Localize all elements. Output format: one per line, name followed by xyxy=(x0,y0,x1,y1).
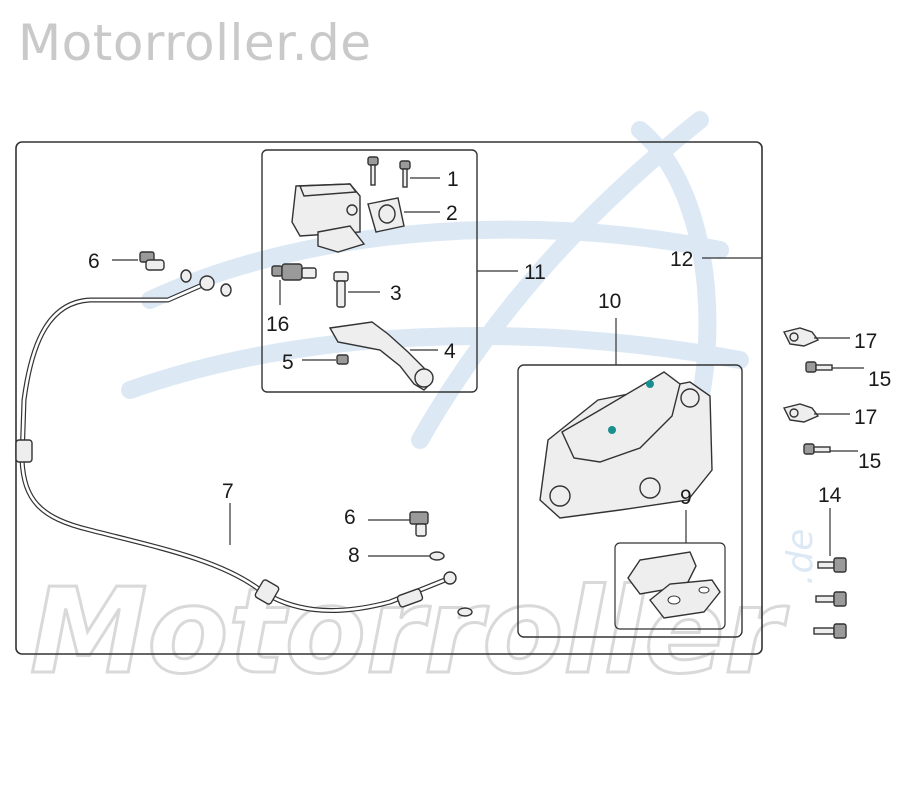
pad-frame-9 xyxy=(614,542,726,630)
assembly-frame-12 xyxy=(15,141,763,655)
site-brand-header: Motorroller.de xyxy=(18,14,372,72)
callout-15-upper: 15 xyxy=(868,368,891,391)
callout-11: 11 xyxy=(524,261,546,284)
callout-5: 5 xyxy=(282,351,294,374)
brake-caliper-part-10 xyxy=(539,371,713,519)
hose-clip-part-17 xyxy=(782,327,820,423)
callout-15-lower: 15 xyxy=(858,450,881,473)
callout-2: 2 xyxy=(446,202,458,225)
banjo-bolt-part-6-lower xyxy=(409,511,429,537)
caliper-frame-10 xyxy=(517,364,743,638)
master-cylinder-part-2 xyxy=(291,183,405,253)
banjo-bolt-part-6-upper xyxy=(139,251,232,297)
screw-part-1 xyxy=(367,156,411,188)
callout-9: 9 xyxy=(680,486,692,509)
callout-14: 14 xyxy=(818,484,842,507)
callout-numbers: 1 2 3 4 5 6 6 7 8 9 10 11 12 14 15 15 16… xyxy=(88,168,891,567)
watermark-swoosh xyxy=(121,111,749,449)
callout-7: 7 xyxy=(222,480,234,503)
callout-16: 16 xyxy=(266,313,289,336)
screw-part-15 xyxy=(803,361,833,455)
caliper-highlight xyxy=(561,371,681,463)
leader-lines xyxy=(112,177,864,557)
callout-10: 10 xyxy=(598,290,621,313)
bolt-part-14 xyxy=(813,557,847,639)
watermark-suffix: .de xyxy=(780,529,821,585)
callout-17-lower: 17 xyxy=(854,406,877,429)
callout-12: 12 xyxy=(670,248,693,271)
callout-1: 1 xyxy=(447,168,459,191)
washer-part-8 xyxy=(429,551,473,617)
callout-3: 3 xyxy=(390,282,402,305)
callout-8: 8 xyxy=(348,544,360,567)
pivot-pin-part-3 xyxy=(333,271,349,308)
brake-lever-part-4 xyxy=(328,321,434,391)
callout-17-upper: 17 xyxy=(854,330,877,353)
callout-4: 4 xyxy=(444,340,456,363)
brake-switch-part-16 xyxy=(271,263,317,281)
callout-6-lower: 6 xyxy=(344,506,356,529)
brake-pads-part-9 xyxy=(627,551,721,619)
brake-hose-part-7 xyxy=(15,275,457,613)
nut-part-5 xyxy=(336,354,349,365)
callout-6-upper: 6 xyxy=(88,250,100,273)
